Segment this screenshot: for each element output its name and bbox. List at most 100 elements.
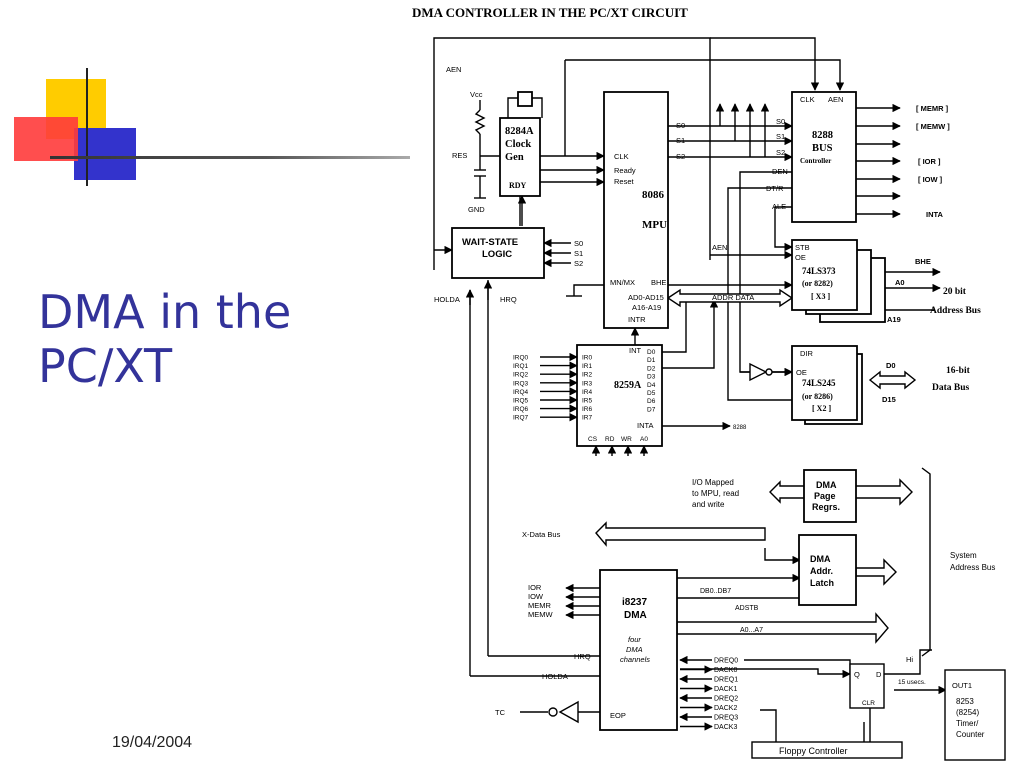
bc-s1: S1: [776, 132, 785, 141]
out-iow: [ IOW ]: [918, 175, 943, 184]
bhe-out-label: BHE: [915, 257, 931, 266]
aen-mid-label: AEN: [712, 243, 727, 252]
latch-line-2: Addr.: [810, 566, 833, 576]
dma-page-block: [803, 469, 857, 523]
ale-label: ALE: [772, 202, 786, 211]
dma-block: [599, 569, 678, 731]
a0-label: A0: [895, 278, 905, 287]
corner-blue-square: [74, 128, 136, 180]
mpu-s0: S0: [676, 121, 685, 130]
mpu-block: [603, 91, 669, 329]
clk-label: CLK: [614, 152, 629, 161]
bus16-line-1: 16-bit: [946, 366, 971, 376]
inverter-tc-bubble: [548, 707, 558, 717]
dma-line-2: DMA: [624, 610, 647, 621]
mpu-s2: S2: [676, 152, 685, 161]
dreq-label: DREQ2: [714, 696, 738, 703]
timer-block: [944, 669, 1006, 761]
pic-d-pin-label: D6: [647, 398, 656, 405]
intr-label: INTR: [628, 315, 646, 324]
ad-label: AD0-AD15: [628, 293, 664, 302]
corner-vertical-line: [86, 68, 88, 186]
floppy-label: Floppy Controller: [779, 746, 848, 756]
clock-line-3: Gen: [505, 152, 524, 163]
timer-line-1: 8253: [956, 697, 974, 706]
to8288-label: 8288: [733, 425, 747, 431]
irq-label: IRQ4: [513, 389, 529, 396]
bus-controller-block: [791, 91, 857, 223]
oe2-label: OE: [796, 368, 807, 377]
page-line-1: DMA: [816, 480, 837, 490]
latch-line-1: DMA: [810, 554, 831, 564]
dreq-label: DREQ3: [714, 715, 738, 722]
clock-line-1: 8284A: [505, 126, 534, 137]
out-memw: [ MEMW ]: [916, 122, 950, 131]
inverter-dir-bubble: [765, 368, 773, 376]
x-data-bus-arrow: [595, 521, 766, 547]
ir-pin-label: IR0: [582, 355, 593, 362]
waitstate-line-1: WAIT-STATE: [462, 237, 518, 248]
out-memr: [ MEMR ]: [916, 104, 949, 113]
addr-data-label: ADDR DATA: [712, 293, 754, 302]
pic-d-pin-label: D3: [647, 374, 656, 381]
stb-label: STB: [795, 243, 810, 252]
ir-pin-label: IR4: [582, 389, 593, 396]
rd-pin: RD: [605, 436, 615, 443]
ls373-line-3: [ X3 ]: [811, 292, 830, 301]
latch-line-3: Latch: [810, 578, 834, 588]
d-label: D: [876, 670, 882, 679]
ws-s0: S0: [574, 239, 583, 248]
ir-pin-label: IR2: [582, 372, 593, 379]
dreq-label: DREQ0: [714, 658, 738, 665]
corner-red-square: [14, 117, 78, 161]
pic-d-pin-label: D1: [647, 357, 656, 364]
wires: [433, 37, 947, 746]
irq-label: IRQ7: [513, 415, 529, 422]
dir-label: DIR: [800, 349, 814, 358]
floppy-block: [751, 741, 903, 759]
ir-pin-label: IR3: [582, 380, 593, 387]
io-mapped-1: I/O Mapped: [692, 478, 734, 487]
dma-latch-block: [798, 534, 857, 606]
inta-label: INTA: [637, 421, 654, 430]
den-label: DEN: [772, 167, 788, 176]
aen-top-label: AEN: [446, 65, 461, 74]
waitstate-line-2: LOGIC: [482, 249, 512, 260]
latch-output-arrow: [855, 558, 897, 586]
bus16-line-2: Data Bus: [932, 383, 970, 393]
a0-pin: A0: [640, 436, 648, 443]
inverter-tc: [558, 700, 579, 724]
io-mapped-2: to MPU, read: [692, 489, 739, 498]
title-rule: [50, 156, 410, 159]
bc-s0: S0: [776, 117, 785, 126]
clr-label: CLR: [862, 700, 875, 707]
irq-label: IRQ3: [513, 380, 529, 387]
page-line-2: Page: [814, 491, 836, 501]
flipflop-block: [849, 663, 885, 709]
hi-label: Hi: [906, 655, 913, 664]
hrq-dma-label: HRQ: [574, 652, 591, 661]
rdy-label: RDY: [509, 181, 527, 190]
timer-line-3: Timer/: [956, 719, 979, 728]
dma-io-label: MEMR: [528, 601, 551, 610]
bc-s2: S2: [776, 148, 785, 157]
adstb-label: ADSTB: [735, 605, 759, 612]
a19-label: A19: [887, 315, 901, 324]
pic-d-pin-label: D4: [647, 382, 656, 389]
dreq-label: DACK3: [714, 724, 737, 731]
crystal: [517, 91, 533, 107]
dma-sub-1: four: [628, 635, 641, 644]
ls245-line-1: 74LS245: [802, 378, 836, 388]
system-bus-1: System: [950, 551, 977, 560]
bc-clk: CLK: [800, 95, 815, 104]
slide-date: 19/04/2004: [112, 734, 193, 751]
data-bus-16-arrow: [868, 370, 917, 390]
irq-label: IRQ5: [513, 398, 529, 405]
ws-s2: S2: [574, 259, 583, 268]
irq-label: IRQ0: [513, 355, 529, 362]
bhe-mpu-label: BHE: [651, 278, 666, 287]
holda-left-label: HOLDA: [434, 295, 460, 304]
ls373-block: [791, 239, 858, 311]
dreq-label: DACK0: [714, 667, 737, 674]
ls245-line-2: (or 8286): [802, 392, 833, 401]
